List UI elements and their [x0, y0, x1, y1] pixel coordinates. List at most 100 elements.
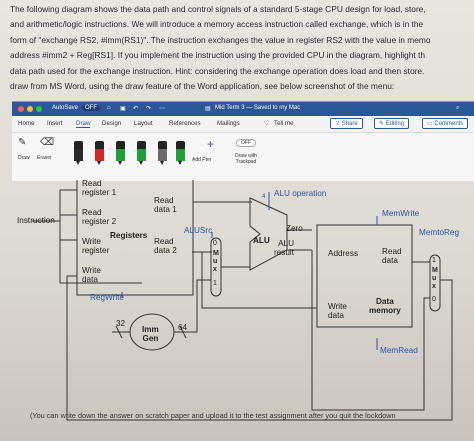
pen-cap	[137, 141, 146, 149]
pen-green-2[interactable]	[137, 141, 146, 165]
pen-body	[158, 149, 167, 161]
pen-tip	[118, 161, 122, 165]
pen-red[interactable]	[95, 141, 104, 165]
share-label: Share	[341, 121, 358, 127]
share-button[interactable]: ⇪ Share	[330, 118, 363, 129]
more-icon[interactable]: ⋯	[159, 106, 165, 112]
tab-mailings[interactable]: Mailings	[217, 120, 240, 127]
draw-ribbon: ✎ ⌫ Draw Eraser + Add Pen OFF Draw with …	[12, 132, 474, 181]
pen-cap	[116, 141, 125, 149]
add-pen-label: Add Pen	[192, 157, 212, 163]
pen-black[interactable]	[74, 141, 83, 165]
regwrite-label: RegWrite	[90, 293, 124, 302]
memwrite-label: MemWrite	[382, 209, 420, 218]
tab-insert[interactable]: Insert	[47, 120, 63, 127]
imm-gen-label: Imm Gen	[142, 325, 159, 343]
question-line: and arithmetic/logic instructions. We wi…	[10, 19, 424, 30]
pen-tip	[160, 161, 164, 165]
document-title: Mid Term 3 — Saved to my Mac	[215, 105, 301, 111]
word-title-bar: AutoSave OFF ⌂ ▣ ↶ ↷ ⋯ ▤ Mid Term 3 — Sa…	[12, 102, 474, 116]
pen-gray[interactable]	[158, 141, 167, 165]
comments-button[interactable]: ▭ Comments	[422, 118, 469, 129]
memory-read-data-label: Read data	[382, 247, 402, 265]
pen-tip	[76, 161, 80, 165]
read-data-2-label: Read data 2	[154, 237, 177, 255]
memtoreg-mux-input-1: 1	[432, 257, 436, 264]
pen-tip	[97, 161, 101, 165]
data-memory-label: Data memory	[369, 297, 401, 315]
editing-button[interactable]: ✎ Editing	[374, 118, 410, 129]
pencil-icon: ✎	[379, 121, 386, 127]
alusrc-mux-input-0: 0	[213, 240, 217, 247]
alu-operation-label: ALU operation	[274, 189, 327, 198]
undo-icon[interactable]: ↶	[133, 106, 139, 112]
datapath-wires	[32, 180, 453, 421]
pen-body	[95, 149, 104, 161]
question-line: draw from MS Word, using the draw featur…	[10, 81, 395, 92]
tell-me-field[interactable]: Tell me	[274, 120, 294, 127]
question-line: The following diagram shows the data pat…	[10, 4, 426, 14]
write-register-label: Write register	[82, 237, 110, 255]
memtoreg-mux-label: M u x	[432, 267, 438, 290]
editing-label: Editing	[385, 121, 405, 127]
home-icon[interactable]: ⌂	[107, 105, 111, 111]
pen-cap	[158, 141, 167, 149]
add-pen-icon[interactable]: +	[207, 137, 215, 151]
instruction-label: Instruction	[17, 216, 55, 225]
alusrc-mux-label: M u x	[213, 250, 219, 273]
registers-label: Registers	[110, 231, 148, 240]
memory-write-data-label: Write data	[328, 302, 347, 320]
tab-design[interactable]: Design	[102, 120, 122, 127]
ribbon-tabs: Home Insert Draw Design Layout Reference…	[12, 116, 474, 132]
tab-references[interactable]: References	[169, 120, 201, 127]
question-line: data path used for the exchange instruct…	[10, 65, 425, 76]
tab-home[interactable]: Home	[18, 120, 35, 127]
minimize-window-button[interactable]	[27, 106, 33, 112]
address-label: Address	[328, 249, 359, 258]
pen-cap	[95, 141, 104, 149]
tab-layout[interactable]: Layout	[134, 120, 153, 127]
pen-tip	[139, 161, 143, 165]
share-icon: ⇪	[335, 121, 342, 127]
alu-label: ALU	[253, 236, 270, 245]
draw-label: Draw	[18, 155, 30, 161]
pen-cap	[176, 141, 185, 149]
memtoreg-label: MemtoReg	[419, 228, 460, 237]
word-window-screenshot: AutoSave OFF ⌂ ▣ ↶ ↷ ⋯ ▤ Mid Term 3 — Sa…	[12, 101, 474, 181]
pen-body	[176, 149, 185, 161]
redo-icon[interactable]: ↷	[146, 106, 152, 112]
draw-tool-icon[interactable]: ✎	[18, 137, 27, 148]
alu-op-bits: 4	[262, 194, 266, 200]
data-memory-box	[316, 224, 413, 328]
autosave-label: AutoSave	[52, 105, 79, 111]
pen-tip	[178, 161, 182, 165]
comment-icon: ▭	[427, 121, 435, 127]
pen-body	[116, 149, 125, 161]
tab-draw[interactable]: Draw	[76, 120, 91, 128]
pen-body	[74, 149, 83, 161]
maximize-window-button[interactable]	[36, 106, 42, 112]
comments-label: Comments	[434, 121, 464, 127]
save-icon[interactable]: ▣	[120, 106, 126, 112]
memread-label: MemRead	[380, 346, 418, 355]
highlighter-green[interactable]	[176, 141, 185, 165]
search-icon[interactable]: ⌕	[456, 105, 460, 111]
write-data-label: Write data	[82, 266, 101, 284]
pen-cap	[74, 141, 83, 149]
read-data-1-label: Read data 1	[154, 196, 177, 214]
eraser-icon[interactable]: ⌫	[40, 137, 55, 148]
document-icon: ▤	[205, 106, 211, 112]
alusrc-mux-input-1: 1	[213, 280, 217, 287]
alu-shape	[249, 197, 288, 271]
autosave-toggle[interactable]: OFF	[82, 105, 100, 111]
alu-result-label: ALU result	[274, 239, 295, 257]
alusrc-label: ALUSrc	[184, 226, 213, 235]
pen-green[interactable]	[116, 141, 125, 165]
draw-with-trackpad-label: Draw with Trackpad	[235, 153, 257, 165]
pen-body	[137, 149, 146, 161]
lightbulb-icon: ♡	[264, 120, 270, 127]
close-window-button[interactable]	[18, 106, 24, 112]
trackpad-toggle[interactable]: OFF	[236, 139, 256, 147]
zero-label: Zero	[286, 224, 303, 233]
